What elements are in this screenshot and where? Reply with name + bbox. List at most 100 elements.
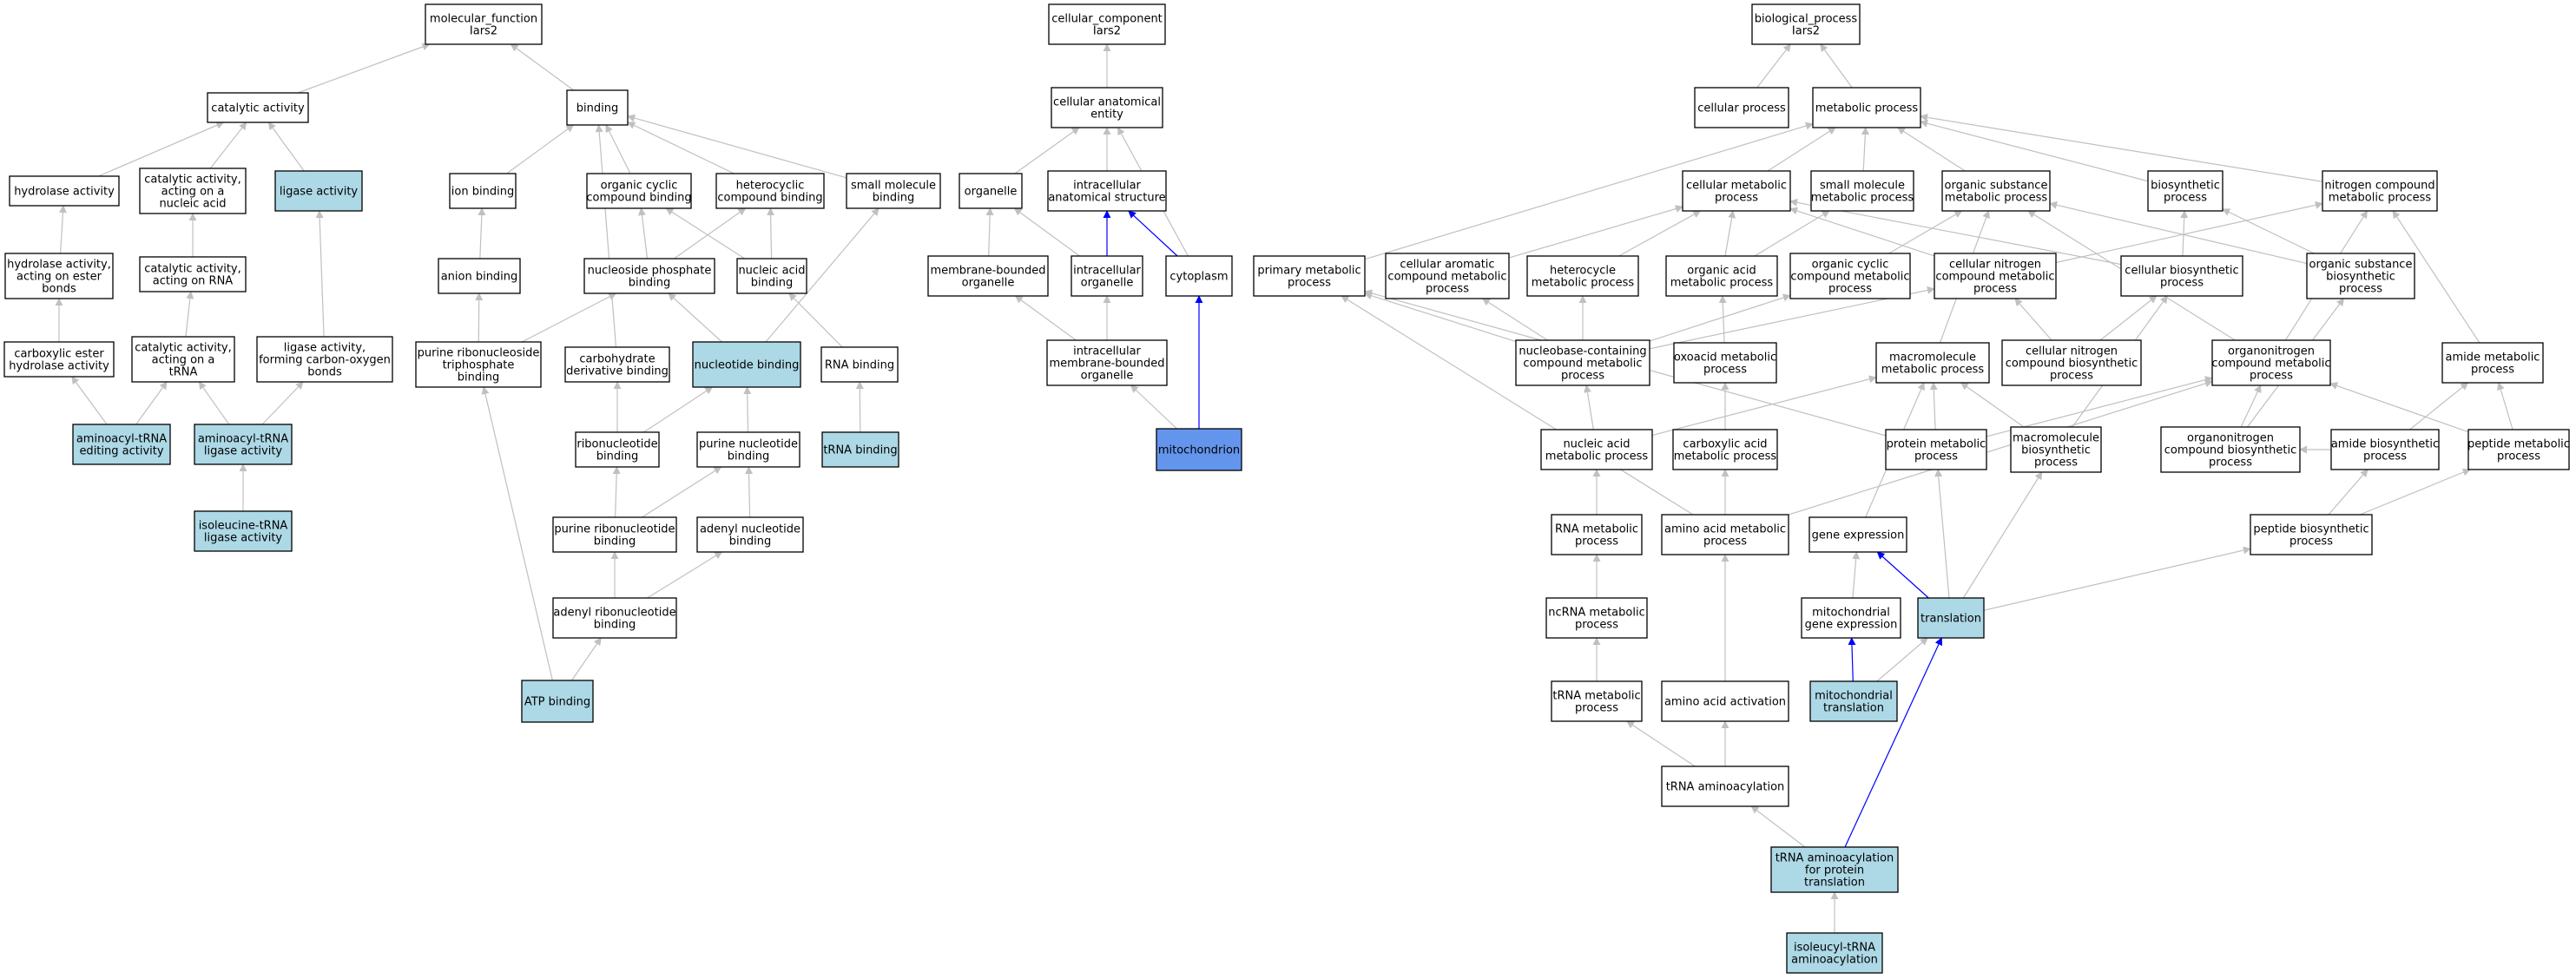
term-node-trnaam[interactable]: tRNA aminoacylation xyxy=(1661,765,1789,807)
edge-line xyxy=(267,122,305,172)
term-label-line: nucleic acid xyxy=(1563,438,1630,451)
edge-nab-to-ocycb xyxy=(665,207,746,260)
term-node-gexp[interactable]: gene expression xyxy=(1808,516,1907,553)
term-label-line: biosynthetic xyxy=(2021,444,2091,457)
term-node-ntb[interactable]: nucleotide binding xyxy=(692,341,801,388)
term-node-cyto[interactable]: cytoplasm xyxy=(1165,255,1233,297)
term-node-organelle[interactable]: organelle xyxy=(959,173,1023,209)
term-label-line: process xyxy=(2289,535,2333,549)
term-label-line: heterocycle xyxy=(1550,265,1616,278)
term-label-line: process xyxy=(2497,450,2540,463)
edge-line xyxy=(315,210,325,338)
term-node-mito[interactable]: mitochondrion xyxy=(1156,428,1242,471)
term-box xyxy=(575,431,660,468)
term-node-rnab[interactable]: RNA binding xyxy=(820,346,899,383)
term-box xyxy=(1786,932,1883,974)
term-node-cat[interactable]: catalytic activity xyxy=(207,92,309,123)
term-box xyxy=(2211,339,2331,386)
term-node-transl[interactable]: translation xyxy=(1917,597,1985,639)
edge-bind-to-mf xyxy=(510,43,575,91)
term-node-hyd[interactable]: hydrolase activity xyxy=(9,175,120,207)
term-node-aaact[interactable]: amino acid activation xyxy=(1661,680,1789,722)
edge-cmp-to-metp xyxy=(1767,127,1836,172)
term-node-catrna[interactable]: catalytic activity,acting on RNA xyxy=(139,256,247,292)
term-node-atp[interactable]: ATP binding xyxy=(521,680,594,723)
term-node-ligco[interactable]: ligase activity,forming carbon-oxygenbon… xyxy=(256,336,393,383)
term-node-ion[interactable]: ion binding xyxy=(449,173,517,209)
term-node-metp[interactable]: metabolic process xyxy=(1812,87,1921,128)
term-label-line: adenyl ribonucleotide xyxy=(553,607,675,620)
term-label-line: intracellular xyxy=(1073,180,1141,193)
term-node-anion[interactable]: anion binding xyxy=(438,258,521,294)
term-node-bind[interactable]: binding xyxy=(566,89,629,126)
term-label-line: primary metabolic xyxy=(1257,265,1360,278)
term-node-cellp[interactable]: cellular process xyxy=(1694,87,1789,128)
edge-cncmp-to-cmp xyxy=(1789,207,1935,257)
term-node-trnab[interactable]: tRNA binding xyxy=(821,431,899,468)
term-node-lig[interactable]: ligase activity xyxy=(274,170,363,212)
